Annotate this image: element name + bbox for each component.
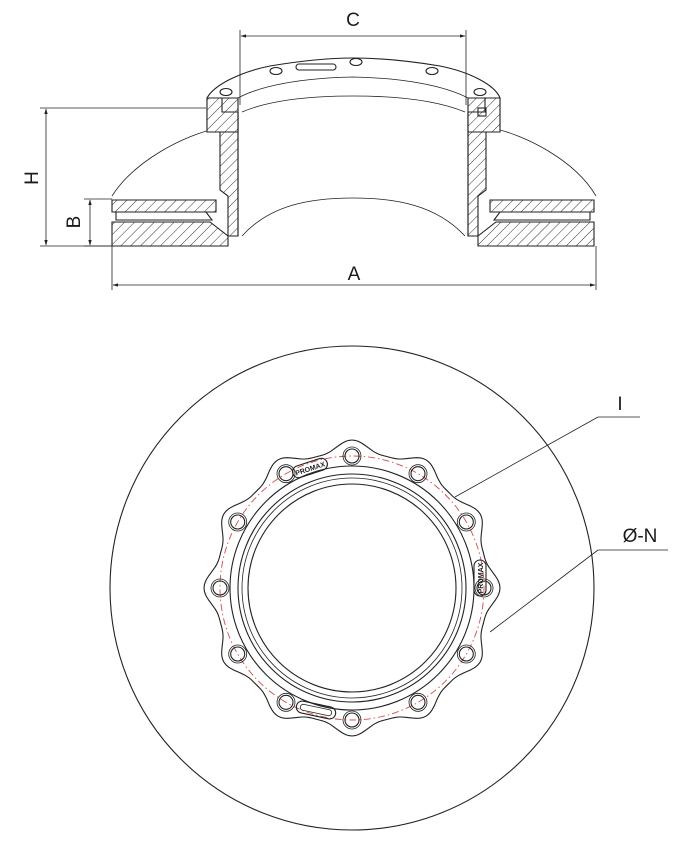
top-view: PROMAX PROMAX I Ø-N bbox=[109, 345, 668, 831]
label-b: B bbox=[64, 216, 85, 229]
bolt-hole-chamfer bbox=[456, 512, 476, 532]
label-c: C bbox=[346, 10, 360, 31]
wear-indicator-side bbox=[477, 107, 487, 117]
flange-ring-inner bbox=[237, 473, 467, 703]
bolt-hole-chamfer bbox=[342, 710, 362, 730]
stamp-text-top: PROMAX bbox=[295, 461, 327, 477]
stamp-top: PROMAX bbox=[292, 457, 328, 479]
bolt-hole bbox=[230, 646, 246, 662]
bolt-hole-chamfer bbox=[342, 446, 362, 466]
bolt-holes bbox=[210, 446, 494, 730]
dimension-h: H bbox=[22, 107, 206, 247]
hat-top-inner-rim bbox=[237, 76, 469, 99]
bolt-hole-chamfer bbox=[276, 692, 296, 712]
bolt-hole-chamfer bbox=[210, 578, 230, 598]
bolt-hole bbox=[212, 580, 228, 596]
bolt-hole bbox=[410, 466, 426, 482]
dimension-b: B bbox=[64, 198, 112, 247]
side-section-view: C H B A bbox=[22, 10, 597, 290]
bolt-circle-centerline bbox=[219, 455, 485, 721]
bore-circle bbox=[247, 483, 457, 693]
label-a: A bbox=[348, 264, 361, 285]
disc-outer-circle bbox=[109, 345, 595, 831]
flange-scalloped-outline bbox=[203, 439, 501, 737]
disc-silhouette-right bbox=[491, 127, 597, 197]
stamp-text-right: PROMAX bbox=[478, 562, 485, 593]
label-n: Ø-N bbox=[623, 526, 658, 547]
section-friction-bottom-left bbox=[111, 221, 229, 247]
bolt-hole-chamfer bbox=[228, 512, 248, 532]
bolt-hole bbox=[458, 514, 474, 530]
bore-circle-outer bbox=[241, 477, 463, 699]
stamp-side-view bbox=[295, 63, 337, 71]
label-i: I bbox=[617, 394, 622, 415]
hat-bore-bottom-ellipse bbox=[241, 197, 466, 237]
leader-n: Ø-N bbox=[489, 526, 668, 633]
bolt-hole-chamfer bbox=[408, 692, 428, 712]
bolt-hole bbox=[458, 646, 474, 662]
section-friction-top-left bbox=[111, 199, 217, 213]
vane-gap-right bbox=[492, 211, 591, 221]
bolt-hole bbox=[230, 514, 246, 530]
bolt-hole-chamfer bbox=[456, 644, 476, 664]
bolt-hole-chamfer bbox=[474, 578, 494, 598]
bolt-hole bbox=[278, 694, 294, 710]
dimension-a: A bbox=[111, 246, 597, 290]
bolt-hole bbox=[344, 712, 360, 728]
slot-bottom bbox=[295, 700, 337, 720]
dimension-c: C bbox=[239, 10, 467, 105]
label-h: H bbox=[22, 171, 43, 185]
section-friction-bottom-right bbox=[477, 221, 595, 247]
bolt-hole-chamfer bbox=[408, 464, 428, 484]
hat-bore-top-ellipse bbox=[241, 95, 466, 113]
bolt-hole bbox=[344, 448, 360, 464]
bolt-hole bbox=[410, 694, 426, 710]
disc-silhouette-left bbox=[111, 127, 219, 197]
leader-i: I bbox=[454, 394, 640, 498]
stamp-right: PROMAX bbox=[473, 559, 487, 597]
section-friction-top-right bbox=[489, 199, 595, 213]
bolt-hole-chamfer bbox=[228, 644, 248, 664]
hat-top-bolt-holes bbox=[219, 57, 487, 97]
vane-gap-left bbox=[115, 211, 214, 221]
hat-top-outline bbox=[206, 57, 501, 99]
bolt-hole-chamfer bbox=[276, 464, 296, 484]
flange-ring-outer bbox=[229, 465, 475, 711]
